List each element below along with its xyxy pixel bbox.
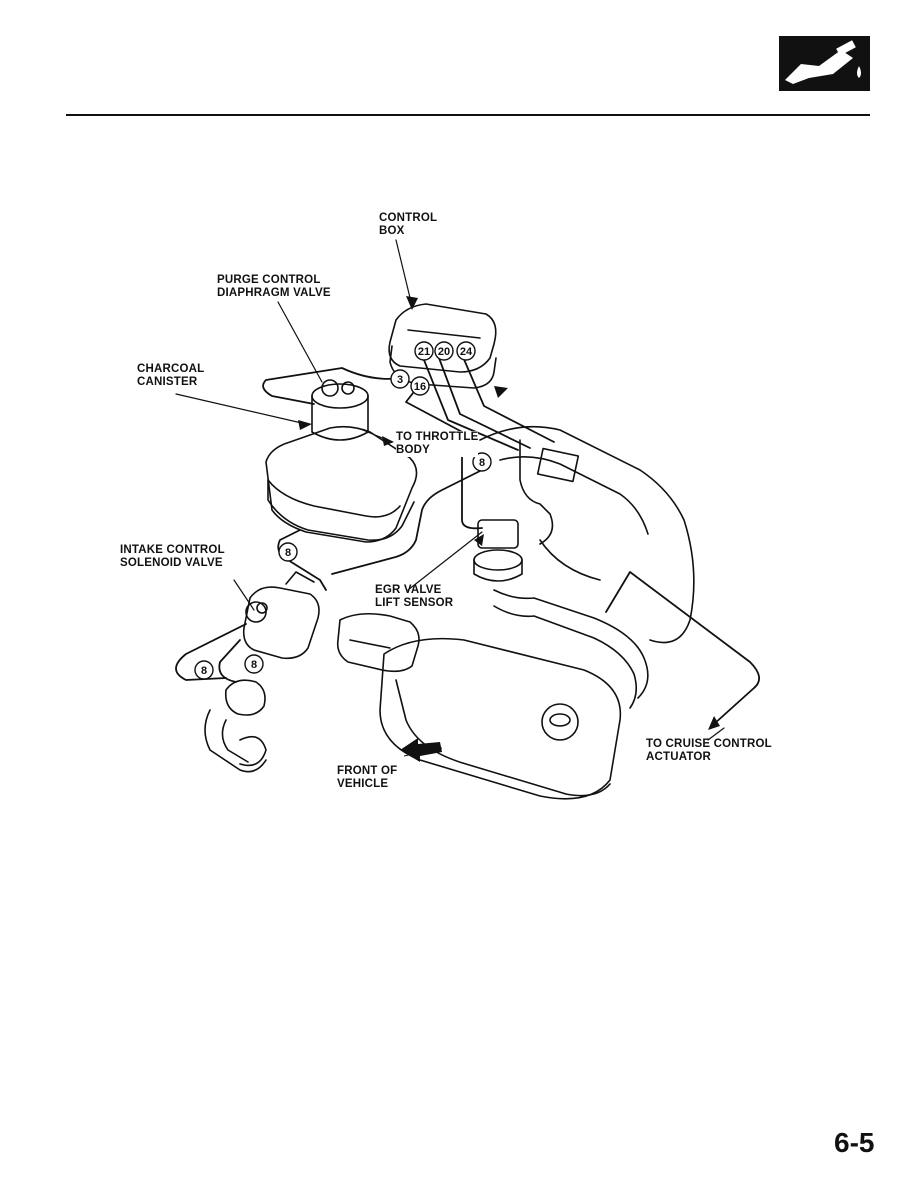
label-egr-valve-lift-sensor: EGR VALVE LIFT SENSOR [375, 584, 454, 609]
hose-label-8-solenoid-top: 8 [285, 547, 291, 559]
hose-label-20: 20 [438, 346, 450, 358]
intake-control-solenoid [242, 571, 320, 660]
hose-label-3: 3 [397, 374, 403, 386]
hose-number-8-bottom [244, 654, 264, 674]
label-front-of-vehicle: FRONT OF VEHICLE [337, 765, 398, 790]
hose-label-8-egr: 8 [479, 457, 485, 469]
label-charcoal-canister: CHARCOAL CANISTER [137, 363, 205, 388]
hose-label-21: 21 [418, 346, 430, 358]
runner-pipes [493, 589, 649, 709]
throttle-body [336, 612, 420, 673]
page-number: 6-5 [834, 1127, 875, 1158]
control-box [388, 303, 497, 389]
hose-label-24: 24 [460, 346, 473, 358]
flow-arrows [298, 296, 720, 730]
air-cleaner [265, 425, 418, 543]
hose-label-8-bottom: 8 [251, 659, 257, 671]
hose-label-16: 16 [414, 381, 426, 393]
cylinder-head-cover [379, 637, 622, 800]
label-control-box: CONTROL BOX [379, 212, 438, 237]
hose-number-3 [390, 369, 410, 389]
intake-manifold [479, 425, 695, 644]
hose-number-8-solenoid-top [278, 542, 298, 562]
hose-number-20 [434, 341, 454, 361]
label-intake-control-solenoid: INTAKE CONTROL SOLENOID VALVE [120, 544, 225, 569]
label-purge-control-valve: PURGE CONTROL DIAPHRAGM VALVE [217, 274, 331, 299]
hose-number-16 [410, 376, 430, 396]
hose-number-8-egr [472, 452, 492, 472]
label-to-cruise-control-actuator: TO CRUISE CONTROL ACTUATOR [646, 738, 772, 763]
front-of-vehicle-arrow [400, 738, 443, 762]
intake-pipe [204, 679, 267, 773]
vacuum-hoses [175, 349, 760, 725]
header-rule [66, 114, 870, 116]
egr-valve [473, 519, 523, 582]
hose-number-8-left [194, 660, 214, 680]
hose-number-24 [456, 341, 476, 361]
hose-number-21 [414, 341, 434, 361]
label-to-throttle-body: TO THROTTLE BODY [396, 431, 479, 457]
fuel-nozzle-icon [779, 36, 870, 91]
hose-label-8-left: 8 [201, 665, 207, 677]
leader-lines [175, 239, 725, 741]
